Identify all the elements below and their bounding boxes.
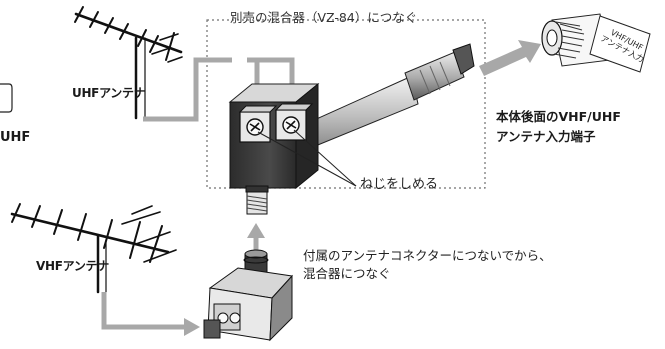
uhf-antenna-icon <box>74 6 183 120</box>
tighten-screws-note: ねじをしめる <box>360 177 439 192</box>
screw-leader-lines <box>257 129 357 187</box>
antenna-connector-device <box>203 249 294 342</box>
vhf-antenna-icon <box>10 203 177 294</box>
arrow-to-rear-jack <box>479 40 541 76</box>
mixer-device <box>228 43 475 215</box>
uhf-antenna-label: UHFアンテナ <box>72 86 146 100</box>
connector-up-arrow <box>247 223 265 254</box>
vhf-route-arrow <box>101 292 186 330</box>
arrow-head-vhf-connector <box>184 318 200 336</box>
connector-screw-right-icon <box>229 312 241 324</box>
vhf-antenna-label: VHFアンテナ <box>36 259 109 273</box>
rear-input-label-line2: アンテナ入力端子 <box>496 129 596 144</box>
left-partial-box <box>0 83 13 113</box>
connector-note-line2: 混合器につなぐ <box>303 266 391 281</box>
connector-note-line1: 付属のアンテナコネクターにつないでから、 <box>303 248 552 263</box>
rear-input-jack-icon <box>541 13 651 73</box>
uhf-left-partial-label: UHF <box>0 130 31 145</box>
jack-label-plate <box>589 15 651 73</box>
rear-input-label-line1: 本体後面のVHF/UHF <box>496 109 621 124</box>
mixer-caption: 別売の混合器（VZ-84）につなぐ <box>230 10 418 25</box>
mixer-dotted-box <box>206 19 486 189</box>
